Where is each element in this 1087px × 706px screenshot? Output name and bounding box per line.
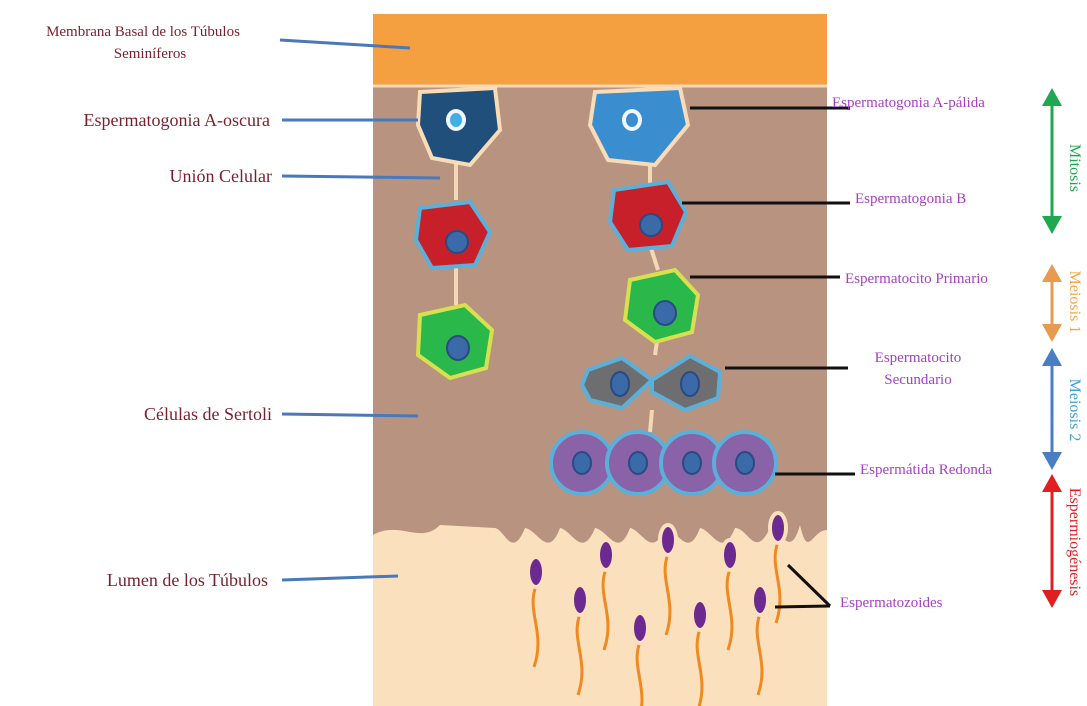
spermatozoa-label: Espermatozoides bbox=[840, 595, 943, 611]
lumen-label: Lumen de los Túbulos bbox=[107, 570, 268, 590]
sertoli-label: Células de Sertoli bbox=[144, 404, 272, 424]
primary-spermatocyte-label: Espermatocito Primario bbox=[845, 271, 988, 287]
basal-membrane bbox=[373, 14, 827, 86]
secondary-spermatocyte-label-1: Espermatocito bbox=[875, 350, 962, 366]
mitosis-arrow bbox=[1042, 88, 1062, 234]
mitosis-label: Mitosis bbox=[1066, 144, 1083, 192]
meiosis-2-label: Meiosis 2 bbox=[1066, 379, 1083, 442]
dark-spermatogonia-label: Espermatogonia A-oscura bbox=[84, 110, 270, 130]
cell-junction-label: Unión Celular bbox=[170, 166, 272, 186]
secondary-spermatocyte-label-2: Secundario bbox=[884, 372, 951, 388]
spermatogonia-b-label: Espermatogonia B bbox=[855, 191, 966, 207]
meiosis-1-label: Meiosis 1 bbox=[1066, 271, 1083, 334]
spermiogenesis-arrow bbox=[1042, 474, 1062, 608]
basal-membrane-label-1: Membrana Basal de los Túbulos bbox=[46, 24, 240, 40]
pale-spermatogonia-label: Espermatogonia A-pálida bbox=[832, 95, 985, 111]
meiosis-1-arrow bbox=[1042, 264, 1062, 342]
round-spermatid-label: Espermátida Redonda bbox=[860, 462, 992, 478]
spermiogenesis-label: Espermiogénesis bbox=[1066, 488, 1083, 596]
basal-membrane-label-2: Seminíferos bbox=[114, 46, 187, 62]
meiosis-2-arrow bbox=[1042, 348, 1062, 470]
